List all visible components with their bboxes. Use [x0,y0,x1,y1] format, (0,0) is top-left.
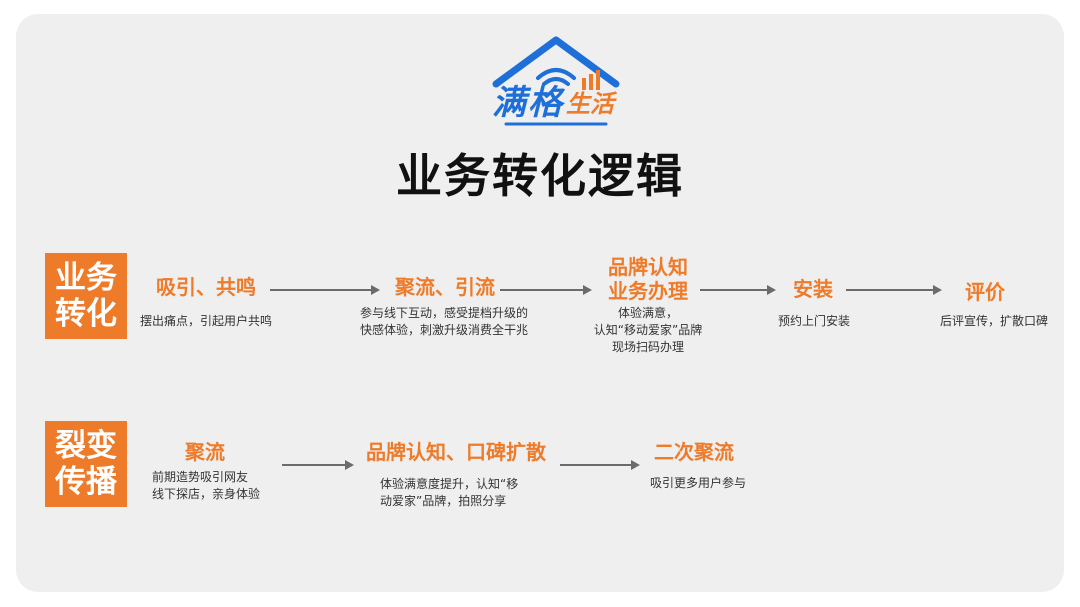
row2-arrow-2 [560,460,640,470]
row2-step2-desc: 体验满意度提升，认知“移动爱家”品牌，拍照分享 [380,477,519,508]
row2-step1-title: 聚流 [185,440,225,464]
logo-char-2: 格 [528,83,566,123]
row2-step3-desc: 吸引更多用户参与 [649,476,746,490]
row2-step3-title: 二次聚流 [654,440,734,464]
row1-tag-line1: 业务 [55,260,117,296]
row2-step2-title: 品牌认知、口碑扩散 [366,440,546,464]
row1-step1-title: 吸引、共鸣 [156,275,256,299]
row1-arrow-1 [270,285,380,295]
page-title: 业务转化逻辑 [396,149,684,203]
row1-step5-desc: 后评宣传，扩散口碑 [939,314,1048,328]
brand-logo: 满 格 生活 [492,36,620,126]
row2-tag: 裂变 传播 [45,421,127,507]
row1-step3-desc: 体验满意，认知“移动爱家”品牌现场扫码办理 [593,306,703,354]
row1-step3-title: 品牌认知业务办理 [608,255,688,303]
logo-char-1: 满 [492,83,532,123]
row1-arrow-2 [500,285,592,295]
row1-step4-title: 安装 [793,277,833,301]
row1-step1-desc: 摆出痛点，引起用户共鸣 [139,314,272,328]
row1-step2-title: 聚流、引流 [395,275,495,299]
row2-tag-line2: 传播 [55,464,117,500]
row1-arrow-4 [846,285,942,295]
logo-char-3: 生活 [566,90,618,118]
row1-step4-desc: 预约上门安装 [777,314,850,328]
background-panel [16,14,1064,592]
row1-step5-title: 评价 [965,280,1005,304]
row1-step2-desc: 参与线下互动，感受提档升级的快感体验，刺激升级消费全干兆 [359,306,528,337]
row1-arrow-3 [700,285,776,295]
row2-tag-line1: 裂变 [55,428,117,464]
row2-arrow-1 [282,460,354,470]
row2-step1-desc: 前期造势吸引网友线下探店，亲身体验 [152,470,261,501]
row1-tag: 业务 转化 [45,253,127,339]
row1-tag-line2: 转化 [55,296,117,332]
